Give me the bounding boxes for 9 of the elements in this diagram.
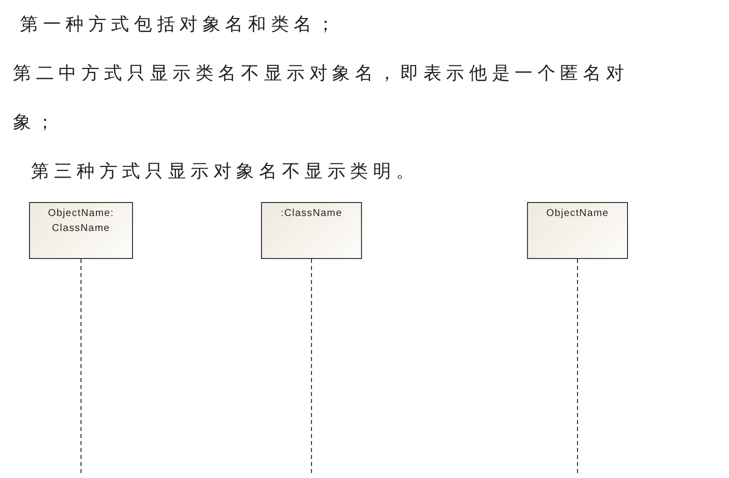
- object-label: ObjectName: [546, 208, 609, 219]
- object-box: [261, 202, 362, 259]
- description-text: 第一种方式包括对象名和类名；: [20, 14, 340, 34]
- description-text: 第二中方式只显示类名不显示对象名，即表示他是一个匿名对象；: [13, 63, 629, 132]
- object-label: ObjectName: ClassName: [48, 208, 114, 234]
- object-box: [29, 202, 133, 259]
- description-text: 第三种方式只显示对象名不显示类明。: [31, 161, 419, 181]
- object-box: [527, 202, 628, 259]
- object-label: :ClassName: [280, 208, 342, 219]
